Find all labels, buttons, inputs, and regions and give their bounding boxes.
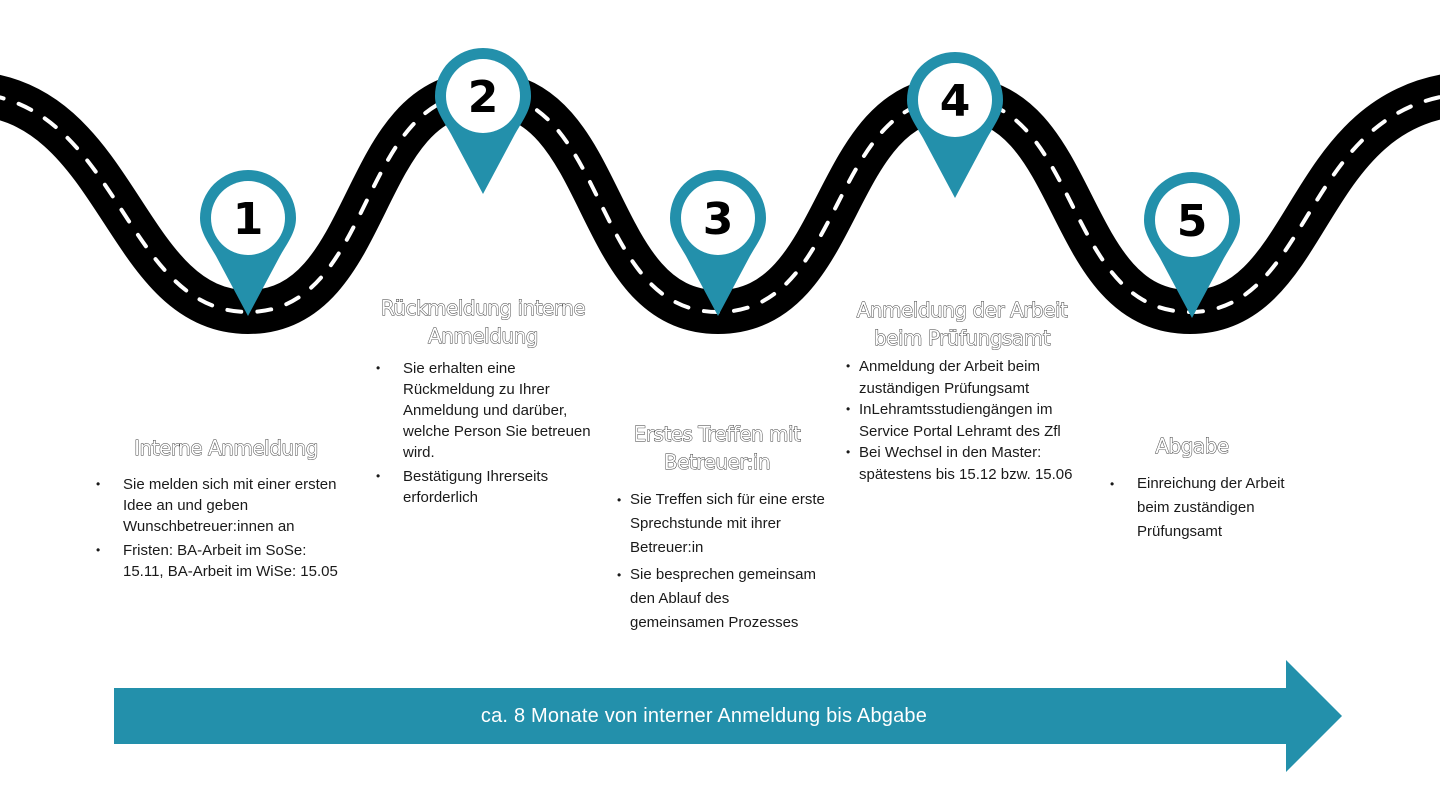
map-pin-4: 4 [907,52,1003,198]
step-bullets: Sie Treffen sich für eine ersteSprechstu… [617,488,847,635]
step-title: Erstes Treffen mit Betreuer:in [633,422,801,475]
step-2-rueckmeldung: Rückmeldung interne Anmeldung Sie erhalt… [376,294,606,511]
bullet-item: Sie Treffen sich für eine ersteSprechstu… [617,488,847,560]
step-1-interne-anmeldung: Interne Anmeldung Sie melden sich mit ei… [96,434,366,585]
step-title: Rückmeldung interne Anmeldung [380,296,586,349]
bullet-item: Bei Wechsel in den Master:spätestens bis… [846,442,1086,485]
pin-number: 1 [233,194,264,245]
step-title: Abgabe [1155,434,1230,459]
pin-number: 5 [1177,196,1208,247]
timeline-arrow-icon [114,660,1342,772]
map-pin-5: 5 [1144,172,1240,318]
step-3-erstes-treffen: Erstes Treffen mit Betreuer:in Sie Treff… [617,420,847,638]
map-pin-1: 1 [200,170,296,316]
timeline-label: ca. 8 Monate von interner Anmeldung bis … [480,704,928,727]
pin-number: 2 [468,72,499,123]
step-title: Anmeldung der Arbeit beim Prüfungsamt [856,298,1068,351]
step-title: Interne Anmeldung [134,436,319,461]
pin-number: 3 [703,194,734,245]
map-pin-3: 3 [670,170,766,316]
pin-number: 4 [940,76,971,127]
map-pin-2: 2 [435,48,531,194]
step-4-anmeldung-pruefungsamt: Anmeldung der Arbeit beim Prüfungsamt An… [846,296,1086,485]
bullet-item: Fristen: BA-Arbeit im SoSe:15.11, BA-Arb… [96,540,366,582]
